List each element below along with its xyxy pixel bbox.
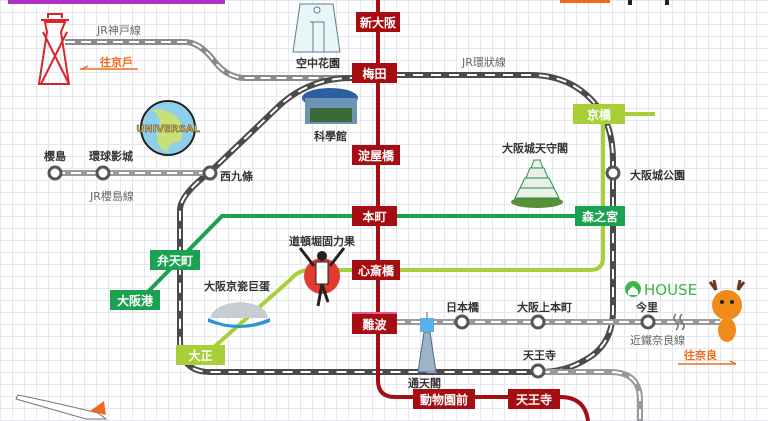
nara-arrow xyxy=(678,360,737,365)
jr-loop-line-label: JR環狀線 xyxy=(462,56,506,69)
station-osakajo-koen[interactable]: 大阪城公園 xyxy=(630,169,685,182)
universal-logo-text: UNIVERSAL xyxy=(136,124,200,135)
universal-globe-icon: UNIVERSAL xyxy=(136,100,201,156)
kyocera-dome-icon xyxy=(208,302,270,328)
science-museum-icon xyxy=(302,88,358,124)
midosuji-line xyxy=(376,0,590,421)
header-accent xyxy=(560,0,610,3)
landmark-kyocera-dome: 大阪京瓷巨蛋 xyxy=(204,280,270,293)
station-shin-osaka[interactable]: 新大阪 xyxy=(356,12,400,32)
osaka-castle-icon xyxy=(511,159,563,208)
chuo-line xyxy=(138,214,620,302)
station-taisho[interactable]: 大正 xyxy=(176,345,225,365)
house-label: HOUSE xyxy=(644,281,698,299)
airplane-icon xyxy=(15,394,108,420)
station-dobutsuen-mae[interactable]: 動物園前 xyxy=(413,389,475,409)
station-hommachi[interactable]: 本町 xyxy=(352,206,397,226)
title-bar xyxy=(8,0,225,4)
station-umeda[interactable]: 梅田 xyxy=(352,63,397,83)
station-tennoji-metro[interactable]: 天王寺 xyxy=(508,389,560,409)
nara-deer-mascot-icon xyxy=(708,279,746,342)
kintetsu-nara-line-label: 近鐵奈良線 xyxy=(630,334,685,347)
landmark-sky-building: 空中花園 xyxy=(296,57,340,70)
station-tennoji-jr[interactable]: 天王寺 xyxy=(523,349,556,362)
station-yodoyabashi[interactable]: 淀屋橋 xyxy=(352,145,400,165)
tsutenkaku-icon xyxy=(417,312,437,373)
glico-runner-icon xyxy=(298,247,346,307)
station-nipponbashi[interactable]: 日本橋 xyxy=(446,301,479,314)
station-shinsaibashi[interactable]: 心斎橋 xyxy=(352,260,400,280)
jr-kobe-line xyxy=(65,39,352,81)
station-bentencho[interactable]: 弁天町 xyxy=(150,250,200,270)
station-morinomiya[interactable]: 森之宮 xyxy=(575,206,625,226)
kintetsu-nara-line xyxy=(395,313,720,331)
jr-loop-line xyxy=(177,72,643,421)
landmark-glico-sign: 道頓堀固力果 xyxy=(289,235,355,248)
station-universal-city[interactable]: 環球影城 xyxy=(89,150,133,163)
landmark-science-museum: 科學館 xyxy=(314,130,347,143)
station-namba[interactable]: 難波 xyxy=(352,312,397,334)
station-kyobashi[interactable]: 京橋 xyxy=(573,104,625,124)
house-icon xyxy=(625,281,641,297)
jr-sakurajima-line-label: JR櫻島線 xyxy=(90,190,134,203)
sky-building-icon xyxy=(292,3,341,53)
to-kobe-label: 往京戶 xyxy=(100,56,133,69)
station-osaka-uehommachi[interactable]: 大阪上本町 xyxy=(517,301,572,314)
station-markers xyxy=(47,165,656,379)
landmark-tsutenkaku: 通天閣 xyxy=(408,377,441,390)
jr-kobe-line-label: JR神戸線 xyxy=(97,24,141,37)
kobe-tower-icon xyxy=(37,13,71,85)
landmark-osaka-castle: 大阪城天守閣 xyxy=(502,142,568,155)
station-nishikujo[interactable]: 西九條 xyxy=(220,170,253,183)
station-osakako[interactable]: 大阪港 xyxy=(110,290,160,310)
station-sakurajima[interactable]: 櫻島 xyxy=(44,150,66,163)
station-imazato[interactable]: 今里 xyxy=(636,301,658,314)
to-nara-label: 往奈良 xyxy=(684,349,717,362)
